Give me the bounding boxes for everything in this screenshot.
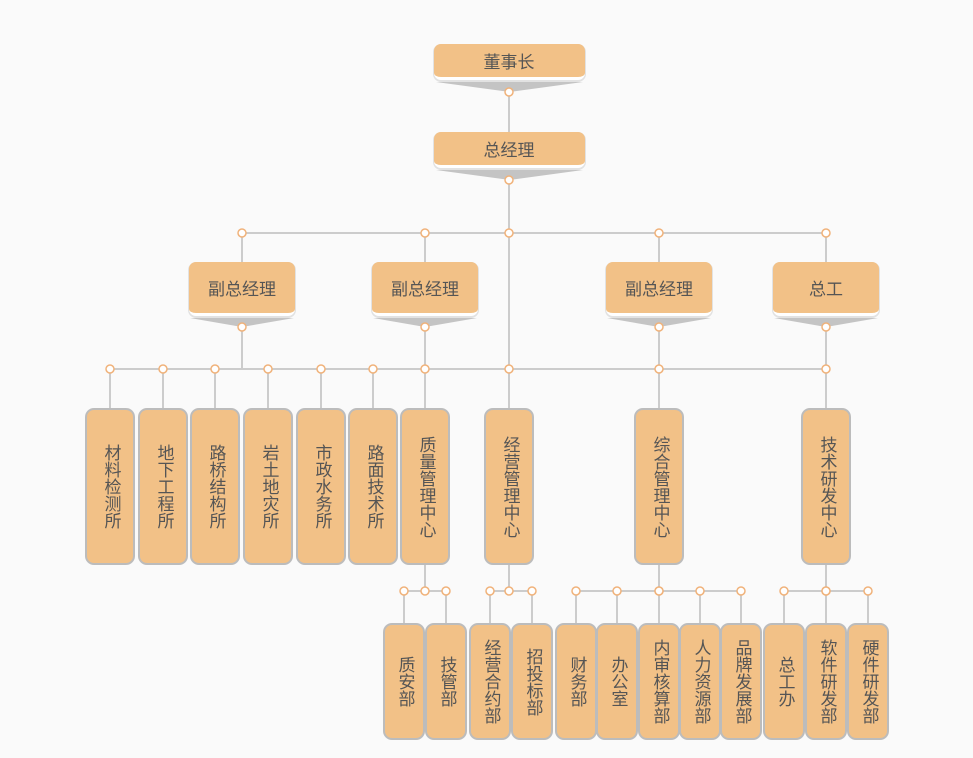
connector-dot <box>527 586 537 596</box>
connector-dot <box>210 364 220 374</box>
node-department[interactable]: 材料检测所 <box>87 410 133 563</box>
node-general-manager[interactable]: 总经理 <box>433 132 585 168</box>
connector-dot <box>368 364 378 374</box>
connector-dot <box>420 228 430 238</box>
node-sub-department[interactable]: 人力资源部 <box>681 625 719 738</box>
connector-dot <box>237 228 247 238</box>
connector-dot <box>695 586 705 596</box>
node-sub-department[interactable]: 硬件研发部 <box>849 625 887 738</box>
connector-dot <box>504 364 514 374</box>
node-level2[interactable]: 总工 <box>773 262 879 316</box>
connector-dot <box>612 586 622 596</box>
node-department[interactable]: 经营管理中心 <box>486 410 532 563</box>
connector-dot <box>654 228 664 238</box>
connector-dot <box>441 586 451 596</box>
connector-dot <box>399 586 409 596</box>
connector-dot <box>821 586 831 596</box>
connector-dot <box>571 586 581 596</box>
node-department[interactable]: 岩土地灾所 <box>245 410 291 563</box>
node-department[interactable]: 质量管理中心 <box>402 410 448 563</box>
connector-dot <box>105 364 115 374</box>
node-sub-department[interactable]: 质安部 <box>385 625 423 738</box>
connector-dot <box>504 175 514 185</box>
node-sub-department[interactable]: 财务部 <box>557 625 595 738</box>
node-level2[interactable]: 副总经理 <box>372 262 478 316</box>
connector-dot <box>821 228 831 238</box>
node-department[interactable]: 综合管理中心 <box>636 410 682 563</box>
connector-dot <box>821 364 831 374</box>
connector-dot <box>158 364 168 374</box>
connector-dot <box>654 586 664 596</box>
node-pointer <box>436 170 583 180</box>
node-department[interactable]: 地下工程所 <box>140 410 186 563</box>
connector-dot <box>237 322 247 332</box>
connector-dot <box>504 87 514 97</box>
node-sub-department[interactable]: 品牌发展部 <box>722 625 760 738</box>
node-pointer <box>436 82 583 92</box>
node-department[interactable]: 市政水务所 <box>298 410 344 563</box>
connector-dot <box>420 586 430 596</box>
node-sub-department[interactable]: 技管部 <box>427 625 465 738</box>
connector-dot <box>779 586 789 596</box>
node-sub-department[interactable]: 招投标部 <box>513 625 551 738</box>
connector-dot <box>821 322 831 332</box>
connector-dot <box>316 364 326 374</box>
connector-dot <box>504 586 514 596</box>
connector-dot <box>736 586 746 596</box>
node-department[interactable]: 技术研发中心 <box>803 410 849 563</box>
connector-dot <box>504 228 514 238</box>
connector-dot <box>485 586 495 596</box>
node-sub-department[interactable]: 总工办 <box>765 625 803 738</box>
connector-dot <box>263 364 273 374</box>
node-sub-department[interactable]: 内审核算部 <box>640 625 678 738</box>
connector-dot <box>863 586 873 596</box>
node-chairman[interactable]: 董事长 <box>433 44 585 80</box>
node-level2[interactable]: 副总经理 <box>189 262 295 316</box>
node-sub-department[interactable]: 软件研发部 <box>807 625 845 738</box>
node-sub-department[interactable]: 办公室 <box>598 625 636 738</box>
node-sub-department[interactable]: 经营合约部 <box>471 625 509 738</box>
connector-dot <box>420 322 430 332</box>
connector-dot <box>654 322 664 332</box>
node-department[interactable]: 路桥结构所 <box>192 410 238 563</box>
connector-dot <box>654 364 664 374</box>
node-level2[interactable]: 副总经理 <box>606 262 712 316</box>
connector-dot <box>420 364 430 374</box>
node-department[interactable]: 路面技术所 <box>350 410 396 563</box>
